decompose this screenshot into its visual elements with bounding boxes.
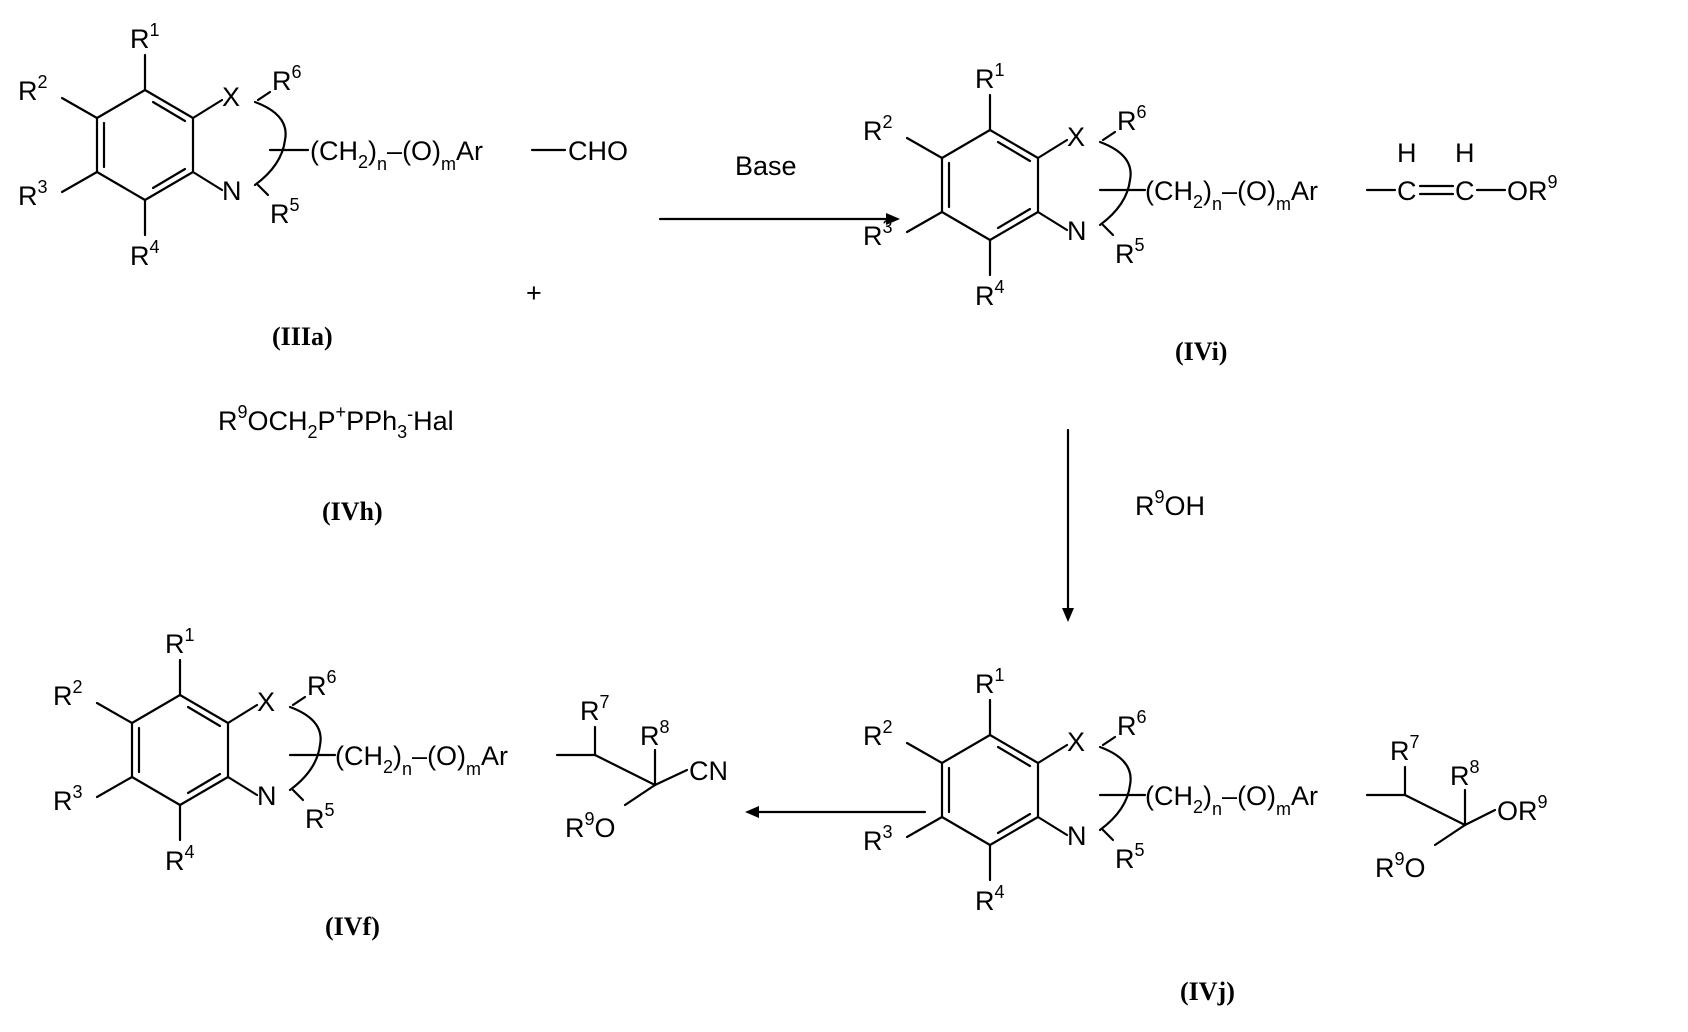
vinyl-H1: H [1397, 138, 1417, 168]
N-IVj: N [1067, 821, 1087, 851]
R4-IVi: R4 [975, 277, 1005, 311]
N-IIIa: N [222, 176, 242, 206]
reagent-IVh: R9OCH2P+PPh3-Hal [218, 402, 454, 442]
R4-IIIa: R4 [130, 237, 160, 271]
R4-IVj: R4 [975, 882, 1005, 916]
molecule-IVj: R1 R2 R3 R4 X N R6 R5 (CH2)n–(O)mAr R7 R… [863, 665, 1548, 1006]
R7-IVf: R7 [580, 692, 610, 726]
chain-IVj: (CH2)n–(O)mAr [1145, 781, 1318, 819]
arrow-R9OH: R9OH [1062, 430, 1205, 622]
label-IVf: (IVf) [325, 912, 380, 941]
R5-IVi: R5 [1115, 235, 1145, 269]
R2-IVj: R2 [863, 717, 893, 751]
R8-IVf: R8 [640, 717, 670, 751]
R3-IVj: R3 [863, 822, 893, 856]
chain-IVi: (CH2)n–(O)mAr [1145, 176, 1318, 214]
R8-IVj: R8 [1450, 757, 1480, 791]
arrow-label-base: Base [735, 151, 797, 181]
CHO-IIIa: CHO [568, 136, 628, 166]
molecule-IVi: R1 R2 R3 R4 X N R6 R5 (CH2)n–(O)mAr C H … [863, 60, 1558, 366]
label-IIIa: (IIIa) [272, 322, 333, 351]
molecule-IVf: R1 R2 R3 R4 X N R6 R5 (CH2)n–(O)mAr R7 R… [53, 625, 728, 941]
OR9-IVi: OR9 [1507, 172, 1558, 206]
R9O-IVj: R9O [1375, 849, 1426, 883]
R2-IVi: R2 [863, 112, 893, 146]
arrow-base: Base [660, 151, 900, 225]
R6-IVf: R6 [307, 667, 337, 701]
N-IVf: N [257, 781, 277, 811]
R1-IIIa: R1 [130, 20, 160, 54]
chain-IVf: (CH2)n–(O)mAr [335, 741, 508, 779]
vinyl-C2: C [1455, 176, 1475, 206]
benzene-ring-IVi [907, 95, 1145, 275]
X-IVj: X [1067, 727, 1085, 757]
R2-IVf: R2 [53, 677, 83, 711]
R5-IVj: R5 [1115, 840, 1145, 874]
vinyl-H2: H [1455, 138, 1475, 168]
R6-IVj: R6 [1117, 707, 1147, 741]
R3-IIIa: R3 [18, 177, 48, 211]
chain-IIIa: (CH2)n–(O)mAr [310, 136, 483, 174]
R6-IIIa: R6 [272, 62, 302, 96]
R1-IVj: R1 [975, 665, 1005, 699]
X-IIIa: X [222, 82, 240, 112]
OR9-IVj: OR9 [1497, 792, 1548, 826]
X-IVf: X [257, 687, 275, 717]
N-IVi: N [1067, 216, 1087, 246]
arrow-left [745, 806, 925, 818]
R4-IVf: R4 [165, 842, 195, 876]
R6-IVi: R6 [1117, 102, 1147, 136]
R7-IVj: R7 [1390, 732, 1420, 766]
R1-IVf: R1 [165, 625, 195, 659]
arrow-label-R9OH: R9OH [1135, 487, 1205, 521]
plus-sign: + [526, 278, 542, 308]
R2-IIIa: R2 [18, 72, 48, 106]
X-IVi: X [1067, 122, 1085, 152]
label-IVh: (IVh) [322, 497, 383, 526]
R3-IVf: R3 [53, 782, 83, 816]
label-IVj: (IVj) [1180, 977, 1235, 1006]
vinyl-C1: C [1397, 176, 1417, 206]
label-IVi: (IVi) [1175, 337, 1227, 366]
R5-IIIa: R5 [270, 195, 300, 229]
R9O-IVf: R9O [565, 809, 616, 843]
R5-IVf: R5 [305, 800, 335, 834]
R1-IVi: R1 [975, 60, 1005, 94]
R3-IVi: R3 [863, 217, 893, 251]
CN-IVf: CN [689, 756, 728, 786]
